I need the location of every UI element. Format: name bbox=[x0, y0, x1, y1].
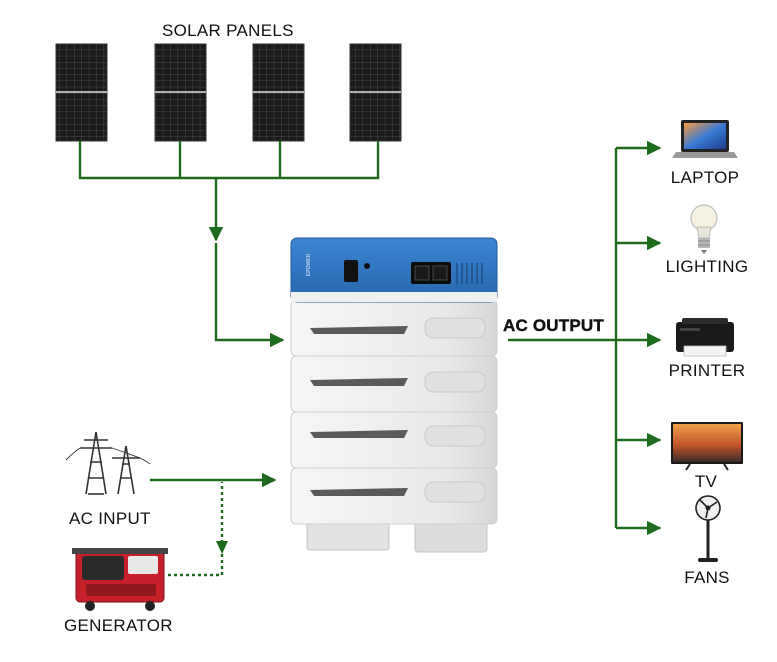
battery-module bbox=[290, 299, 498, 357]
battery-module bbox=[290, 467, 498, 525]
tv-icon bbox=[671, 422, 743, 471]
light-bulb-icon bbox=[690, 204, 718, 254]
battery-stack: EPOWER bbox=[290, 237, 498, 553]
battery-module bbox=[290, 411, 498, 469]
fan-icon bbox=[695, 495, 721, 562]
solar-panel-icon bbox=[349, 43, 402, 142]
ac-input-label: AC INPUT bbox=[69, 509, 151, 528]
output-label-laptop: LAPTOP bbox=[670, 168, 740, 187]
output-label-tv: TV bbox=[694, 472, 718, 491]
printer-icon bbox=[676, 318, 734, 357]
solar-wiring bbox=[78, 141, 380, 348]
ac-output-label: AC OUTPUT bbox=[503, 316, 604, 335]
generator-label: GENERATOR bbox=[64, 616, 173, 635]
output-label-printer: PRINTER bbox=[668, 361, 746, 380]
solar-panels-label: SOLAR PANELS bbox=[162, 21, 294, 40]
solar-panel-group bbox=[55, 43, 402, 142]
inverter-top-unit: EPOWER bbox=[290, 237, 498, 303]
vent-grille bbox=[456, 263, 483, 284]
output-label-fans: FANS bbox=[684, 568, 730, 587]
battery-module bbox=[290, 355, 498, 413]
solar-panel-icon bbox=[252, 43, 305, 142]
power-tower-icon bbox=[65, 431, 151, 495]
output-wiring bbox=[508, 140, 662, 536]
generator-wiring bbox=[168, 482, 224, 577]
generator-arrow bbox=[216, 541, 228, 554]
battery-brand-text: EPOWER bbox=[306, 253, 312, 276]
solar-panel-icon bbox=[55, 43, 108, 142]
solar-panel-icon bbox=[154, 43, 207, 142]
laptop-icon bbox=[672, 120, 738, 158]
generator-icon bbox=[72, 548, 168, 611]
output-label-lighting: LIGHTING bbox=[665, 257, 749, 276]
